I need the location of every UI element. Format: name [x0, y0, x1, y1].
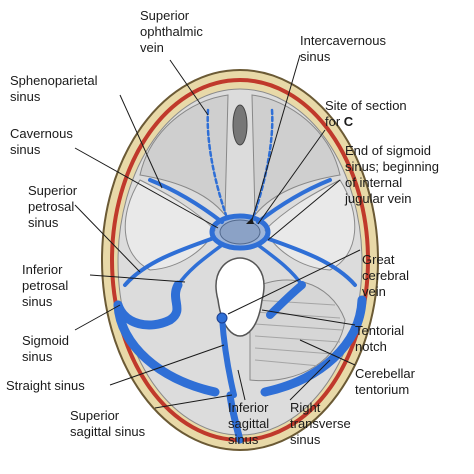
leader-lines	[74, 54, 361, 409]
sigmoid-sinus-left	[113, 280, 183, 330]
transverse-sinus-right	[260, 295, 367, 397]
superior-ophthalmic-vein-left	[206, 108, 228, 217]
cerebellar-tentorium-shape	[249, 279, 346, 382]
section-arrow-icon	[246, 218, 254, 224]
tentorium-striations	[254, 299, 343, 367]
sella-turcica	[219, 219, 261, 245]
label-inferior-sagittal-sinus: Inferior sagittal sinus	[228, 400, 273, 447]
label-sigmoid-sinus: Sigmoid sinus	[22, 333, 73, 364]
intercavernous-sinus-ring	[209, 213, 271, 251]
venous-sinuses	[113, 108, 367, 444]
crista-galli	[232, 104, 248, 146]
transverse-sinus-left	[113, 300, 220, 397]
label-end-of-sigmoid-sinus: End of sigmoid sinus; beginning of inter…	[344, 143, 443, 206]
superior-sagittal-sinus	[226, 391, 244, 444]
superior-petrosal-sinus-right	[264, 236, 357, 287]
label-superior-petrosal-sinus: Superior petrosal sinus	[28, 183, 81, 230]
label-tentorial-notch: Tentorial notch	[355, 323, 408, 354]
label-right-transverse-sinus: Right transverse sinus	[290, 400, 354, 447]
sphenoparietal-sinus-right	[256, 178, 332, 224]
label-superior-sagittal-sinus: Superior sagittal sinus	[70, 408, 146, 439]
label-straight-sinus: Straight sinus	[6, 378, 85, 393]
label-inferior-petrosal-sinus: Inferior petrosal sinus	[22, 262, 72, 309]
label-site-of-section: Site of section for C	[325, 98, 410, 129]
label-cerebellar-tentorium: Cerebellar tentorium	[355, 366, 419, 397]
label-cavernous-sinus: Cavernous sinus	[10, 126, 77, 157]
label-intercavernous-sinus: Intercavernous sinus	[300, 33, 390, 64]
superior-ophthalmic-vein-right	[252, 108, 274, 217]
label-superior-ophthalmic-vein: Superior ophthalmic vein	[140, 8, 207, 55]
labels: Superior ophthalmic vein Intercavernous …	[6, 8, 443, 447]
label-great-cerebral-vein: Great cerebral vein	[362, 252, 413, 299]
sphenoparietal-sinus-left	[148, 178, 224, 224]
anterior-fossa-left	[139, 94, 229, 217]
tentorial-notch-shape	[215, 257, 265, 337]
inferior-petrosal-sinus-right	[256, 243, 304, 287]
sigmoid-sinus-right	[266, 281, 306, 319]
great-cerebral-vein-mark	[216, 312, 228, 324]
label-sphenoparietal-sinus: Sphenoparietal sinus	[10, 73, 101, 104]
inferior-petrosal-sinus-left	[176, 243, 224, 287]
straight-sinus	[219, 315, 237, 398]
